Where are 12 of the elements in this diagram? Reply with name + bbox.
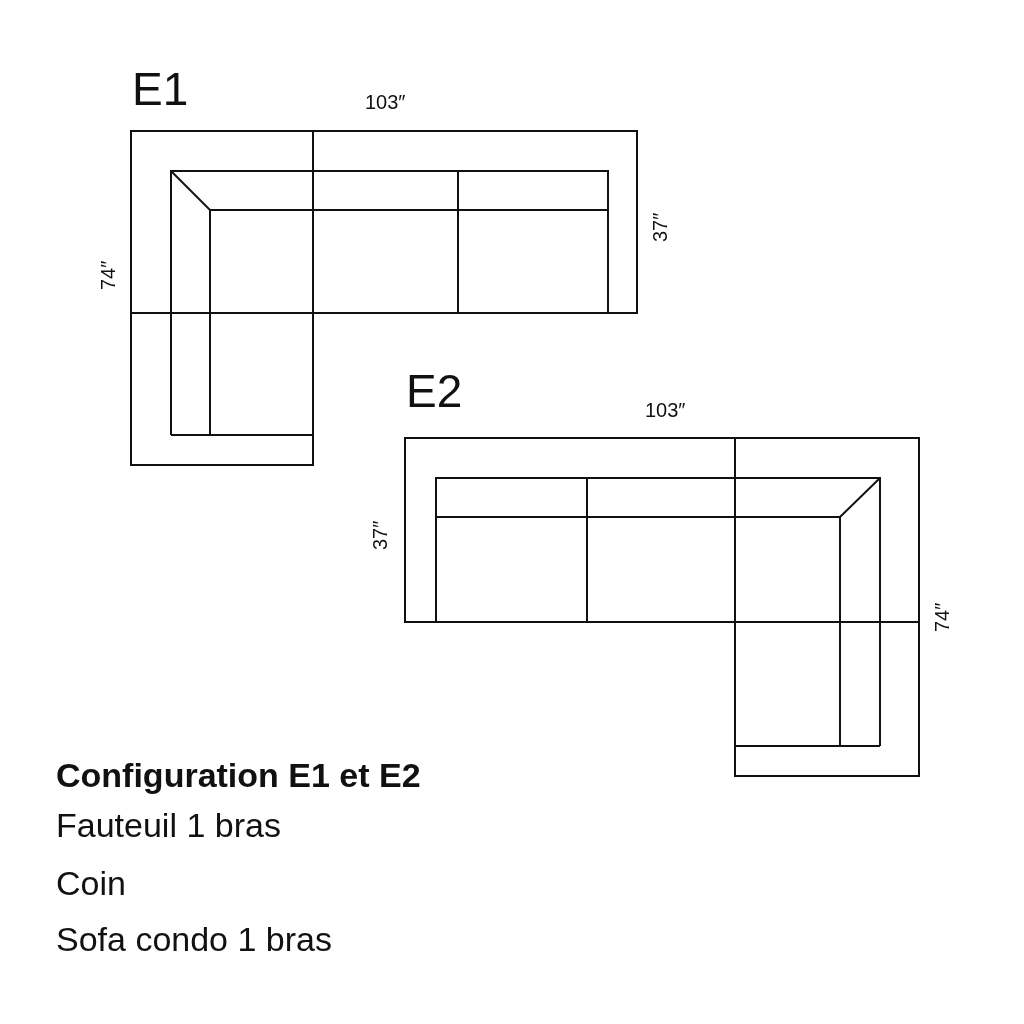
dimension-label: 37″ xyxy=(650,212,670,242)
dimension-label: 37″ xyxy=(370,520,390,550)
list-item: Fauteuil 1 bras xyxy=(56,808,281,842)
list-item: Coin xyxy=(56,866,126,900)
configuration-label: E1 xyxy=(132,66,189,112)
dimension-label: 103″ xyxy=(365,92,406,112)
dimension-label: 74″ xyxy=(98,260,118,290)
configuration-label: E2 xyxy=(406,368,463,414)
heading: Configuration E1 et E2 xyxy=(56,758,421,792)
dimension-label: 74″ xyxy=(932,602,952,632)
list-item: Sofa condo 1 bras xyxy=(56,922,332,956)
dimension-label: 103″ xyxy=(645,400,686,420)
